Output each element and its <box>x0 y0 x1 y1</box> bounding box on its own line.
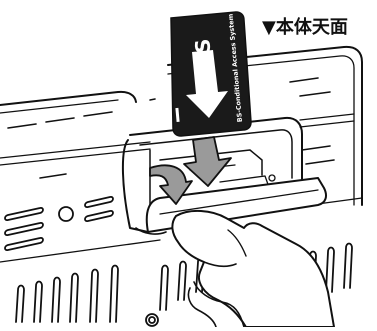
view-label: ▼本体天面 <box>262 13 348 39</box>
surface-vents <box>8 78 334 178</box>
insert-down-arrow-icon <box>184 137 231 186</box>
b-cas-card: B-CAS BS-Conditional Access System <box>171 12 251 136</box>
left-vents <box>5 197 113 250</box>
pointing-hand-icon <box>172 211 334 327</box>
